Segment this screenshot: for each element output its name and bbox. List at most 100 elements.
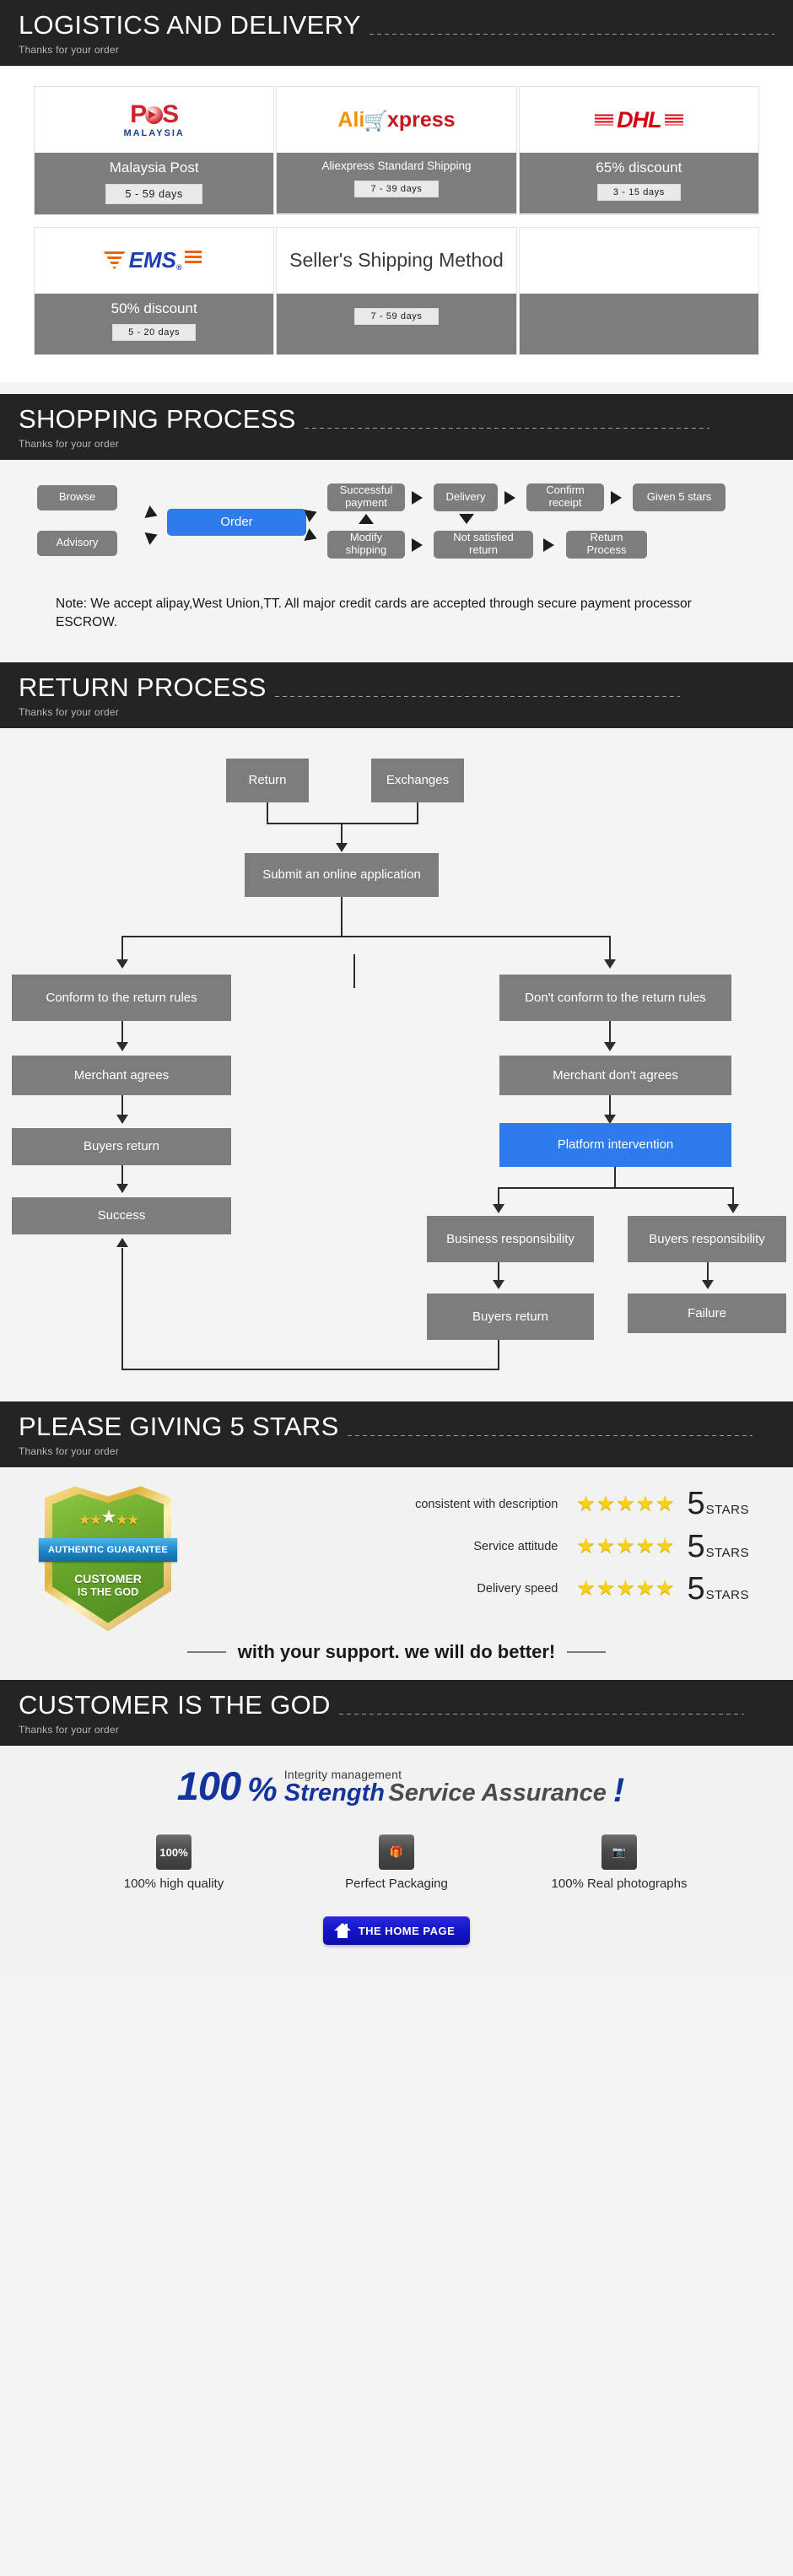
connector-merge-horizontal <box>267 823 418 825</box>
flow-node-return-process[interactable]: Return Process <box>566 530 647 559</box>
carrier-cell-aliexpress[interactable]: Ali🛒xpress Aliexpress Standard Shipping … <box>276 86 517 215</box>
promise-percent-number: 100 <box>176 1763 241 1809</box>
carrier-cell-empty <box>518 226 759 355</box>
flow-node-buyers-return-left[interactable]: Buyers return <box>12 1128 231 1166</box>
header-subtitle: Thanks for your order <box>19 1445 119 1458</box>
flow-node-not-satisfied-return[interactable]: Not satisfied return <box>434 530 533 559</box>
empty-logo-slot <box>519 227 758 294</box>
star-icon: ★ <box>635 1492 656 1516</box>
flow-node-success[interactable]: Success <box>12 1197 231 1235</box>
header-dotted-rule <box>274 696 680 698</box>
connector-business-to-return <box>498 1262 499 1288</box>
promise-percent-symbol: % <box>247 1771 278 1809</box>
header-dotted-rule <box>338 1714 744 1715</box>
star-rating-5[interactable]: ★★★★★ <box>576 1493 675 1515</box>
flow-node-browse[interactable]: Browse <box>37 484 117 510</box>
ratings-content: ★★★★★ AUTHENTIC GUARANTEE CUSTOMER IS TH… <box>0 1482 793 1632</box>
flow-node-confirm-receipt[interactable]: Confirm receipt <box>526 483 604 511</box>
flow-node-platform-intervention[interactable]: Platform intervention <box>499 1123 731 1168</box>
arrow-to-success-icon <box>116 1184 128 1194</box>
header-title-row: LOGISTICS AND DELIVERY <box>19 12 774 38</box>
carrier-name: Malaysia Post <box>109 159 199 176</box>
header-dotted-rule <box>304 427 709 429</box>
carrier-info: 50% discount 5 - 20 days <box>35 293 274 354</box>
header-dotted-rule <box>369 34 774 35</box>
arrow-to-not-conform-rules-icon <box>604 959 616 969</box>
rating-score-unit: STARS <box>705 1587 749 1602</box>
star-icon: ★ <box>635 1576 656 1601</box>
flow-node-label: Conform to the return rules <box>46 990 197 1005</box>
star-icon: ★ <box>596 1576 617 1601</box>
flow-node-label: Buyers return <box>83 1139 160 1154</box>
carrier-cell-dhl[interactable]: DHL 65% discount 3 - 15 days <box>518 86 759 215</box>
flow-node-exchanges[interactable]: Exchanges <box>371 759 464 803</box>
flow-node-label: Confirm receipt <box>546 483 585 510</box>
flow-node-modify-shipping[interactable]: Modify shipping <box>327 530 405 559</box>
header-subtitle: Thanks for your order <box>19 706 119 719</box>
flow-node-delivery[interactable]: Delivery <box>434 483 498 511</box>
flow-node-business-responsibility[interactable]: Business responsibility <box>427 1216 594 1263</box>
feature-high-quality: 100% 100% high quality <box>85 1834 262 1891</box>
flow-node-label: Return <box>248 773 287 788</box>
connector-return-down <box>267 802 268 825</box>
flow-node-buyers-responsibility[interactable]: Buyers responsibility <box>628 1216 786 1263</box>
flow-node-label: Success <box>97 1208 146 1223</box>
flow-node-return[interactable]: Return <box>226 759 309 803</box>
flow-node-not-conform-rules[interactable]: Don't conform to the return rules <box>499 975 731 1022</box>
flow-node-label: Successful payment <box>339 483 393 510</box>
star-icon: ★ <box>596 1534 617 1558</box>
flow-node-order[interactable]: Order <box>167 508 306 536</box>
header-subtitle: Thanks for your order <box>19 44 119 56</box>
arrow-notsatisfied-to-returnprocess-icon <box>543 537 554 552</box>
arrow-to-conform-rules-icon <box>116 959 128 969</box>
rating-label: Service attitude <box>473 1539 558 1553</box>
star-icon: ★ <box>576 1534 596 1558</box>
flow-node-submit-online-application[interactable]: Submit an online application <box>245 853 439 898</box>
carrier-cell-sellers-method[interactable]: Seller's Shipping Method 7 - 59 days <box>276 226 517 355</box>
section-header-logistics: LOGISTICS AND DELIVERY Thanks for your o… <box>0 0 793 66</box>
flow-node-advisory[interactable]: Advisory <box>37 530 117 556</box>
connector-agrees-down <box>121 1095 123 1123</box>
carrier-delivery-days: 5 - 59 days <box>105 183 202 204</box>
home-button-container: THE HOME PAGE <box>0 1916 793 1946</box>
header-title-row: PLEASE GIVING 5 STARS <box>19 1413 774 1439</box>
carrier-delivery-days: 3 - 15 days <box>596 183 681 201</box>
crown-stars-icon: ★★★★★ <box>78 1506 140 1529</box>
star-icon: ★ <box>655 1576 676 1601</box>
home-page-button[interactable]: THE HOME PAGE <box>322 1916 471 1946</box>
header-subtitle: Thanks for your order <box>19 1724 119 1736</box>
flow-node-successful-payment[interactable]: Successful payment <box>327 483 405 511</box>
shopping-process-panel: Browse Advisory Order Successful payment… <box>0 459 793 663</box>
ems-logo-bars <box>184 251 202 267</box>
flow-node-label: Browse <box>58 490 96 504</box>
connector-notconform-down <box>609 1021 611 1050</box>
star-icon: ★ <box>616 1576 636 1601</box>
section-header-returns: RETURN PROCESS Thanks for your order <box>0 662 793 729</box>
star-icon: ★ <box>635 1534 656 1558</box>
promise-strength-row: Strength Service Assurance <box>284 1781 607 1806</box>
flow-node-merchant-agrees[interactable]: Merchant agrees <box>12 1056 231 1096</box>
badge-slogan: CUSTOMER IS THE GOD <box>45 1572 171 1597</box>
carrier-name: Aliexpress Standard Shipping <box>321 159 472 172</box>
star-icon: ★ <box>616 1534 636 1558</box>
flow-node-merchant-not-agrees[interactable]: Merchant don't agrees <box>499 1056 731 1096</box>
flow-node-conform-rules[interactable]: Conform to the return rules <box>12 975 231 1022</box>
flow-node-given-5-stars[interactable]: Given 5 stars <box>633 483 726 511</box>
flow-node-failure[interactable]: Failure <box>628 1293 786 1334</box>
slogan-text: with your support. we will do better! <box>237 1641 556 1663</box>
star-rating-5[interactable]: ★★★★★ <box>576 1578 675 1599</box>
flow-node-label: Buyers responsibility <box>649 1231 765 1246</box>
arrow-modify-to-notsatisfied-icon <box>412 537 423 552</box>
flow-node-buyers-return-right[interactable]: Buyers return <box>427 1293 594 1341</box>
star-rating-5[interactable]: ★★★★★ <box>576 1536 675 1557</box>
rating-row-service-attitude: Service attitude ★★★★★ 5 STARS <box>191 1531 768 1563</box>
flow-node-label: Given 5 stars <box>646 489 712 503</box>
rating-score-unit: STARS <box>705 1545 749 1560</box>
pos-logo-subtext: MALAYSIA <box>123 127 185 138</box>
carrier-cell-ems[interactable]: EMS® 50% discount 5 - 20 days <box>34 226 275 355</box>
